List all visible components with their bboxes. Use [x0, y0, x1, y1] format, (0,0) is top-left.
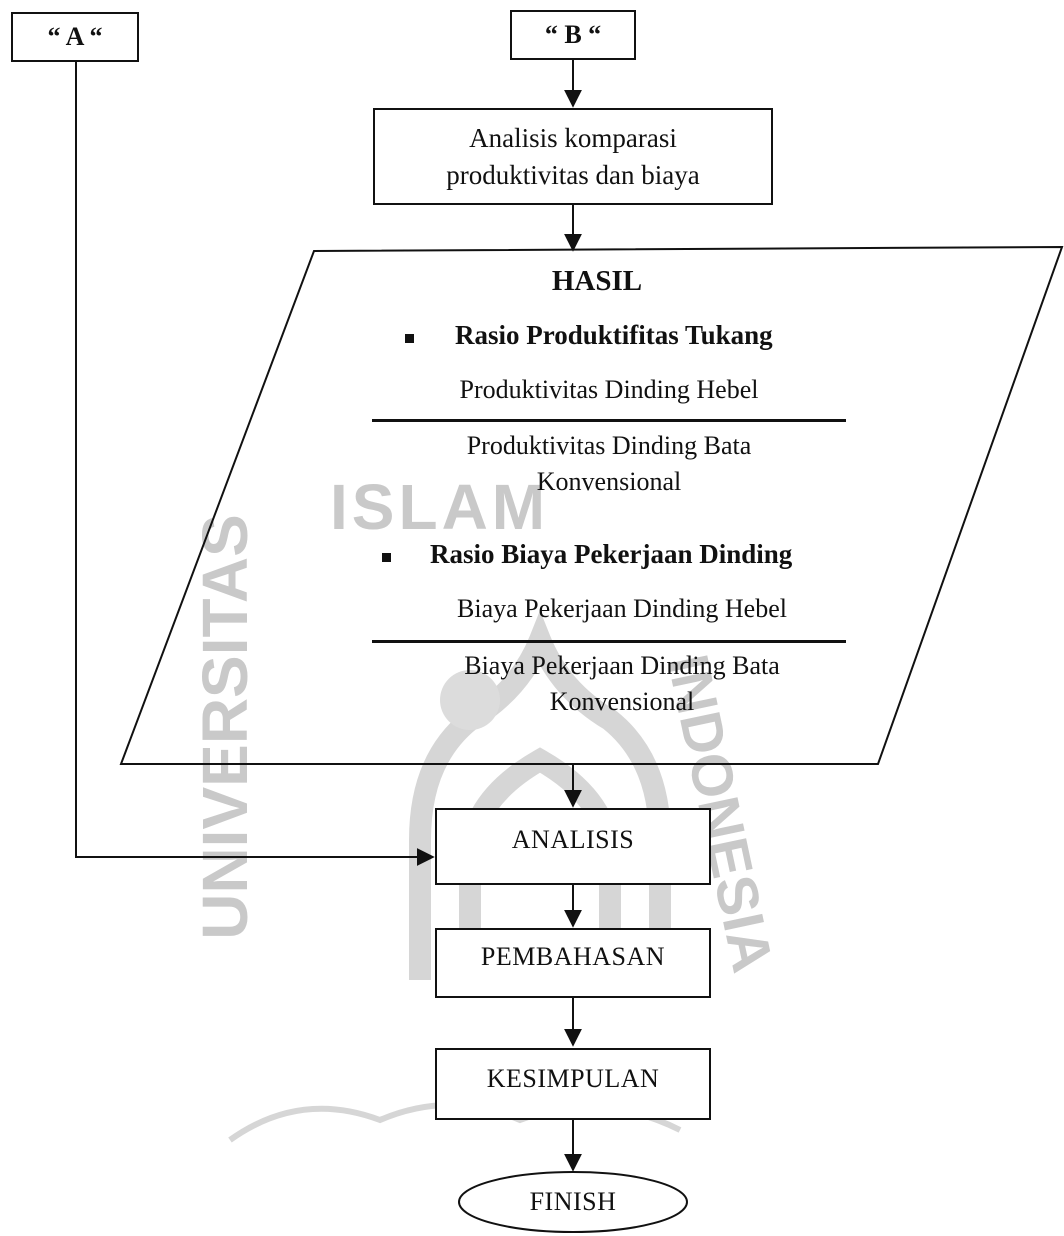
analisis-box: ANALISIS	[435, 808, 711, 885]
connector-a: “ A “	[11, 12, 139, 62]
ratio1-numerator: Produktivitas Dinding Hebel	[459, 375, 759, 404]
finish-label: FINISH	[529, 1187, 617, 1216]
process-box: Analisis komparasi produktivitas dan bia…	[373, 108, 773, 205]
ratio1-title: Rasio Produktifitas Tukang	[455, 320, 773, 350]
pembahasan-label: PEMBAHASAN	[480, 942, 666, 971]
bullet-ratio1	[405, 334, 414, 343]
ratio2-fraction-bar	[372, 640, 846, 643]
ratio1-denominator-line1: Produktivitas Dinding Bata	[466, 431, 752, 460]
finish-terminator	[458, 1171, 688, 1233]
hasil-parallelogram	[119, 245, 1064, 765]
connector-b-label: “ B “	[544, 20, 602, 49]
ratio2-denominator-line2: Konvensional	[549, 687, 695, 716]
pembahasan-box: PEMBAHASAN	[435, 928, 711, 998]
ratio1-denominator-line2: Konvensional	[536, 467, 682, 496]
kesimpulan-label: KESIMPULAN	[486, 1064, 660, 1093]
ratio2-title: Rasio Biaya Pekerjaan Dinding	[430, 539, 793, 569]
kesimpulan-box: KESIMPULAN	[435, 1048, 711, 1120]
process-line1: Analisis komparasi	[469, 122, 677, 153]
hasil-title: HASIL	[551, 265, 643, 297]
ratio1-fraction-bar	[372, 419, 846, 422]
bullet-ratio2	[382, 553, 391, 562]
ratio2-denominator-line1: Biaya Pekerjaan Dinding Bata	[464, 651, 780, 680]
ratio2-numerator: Biaya Pekerjaan Dinding Hebel	[457, 594, 787, 623]
connector-a-label: “ A “	[47, 22, 103, 51]
process-line2: produktivitas dan biaya	[446, 159, 700, 190]
connector-b: “ B “	[510, 10, 636, 60]
arrow-a-to-analisis	[75, 62, 435, 866]
watermark-top-text: ISLAM	[330, 471, 550, 543]
analisis-label: ANALISIS	[511, 824, 635, 854]
